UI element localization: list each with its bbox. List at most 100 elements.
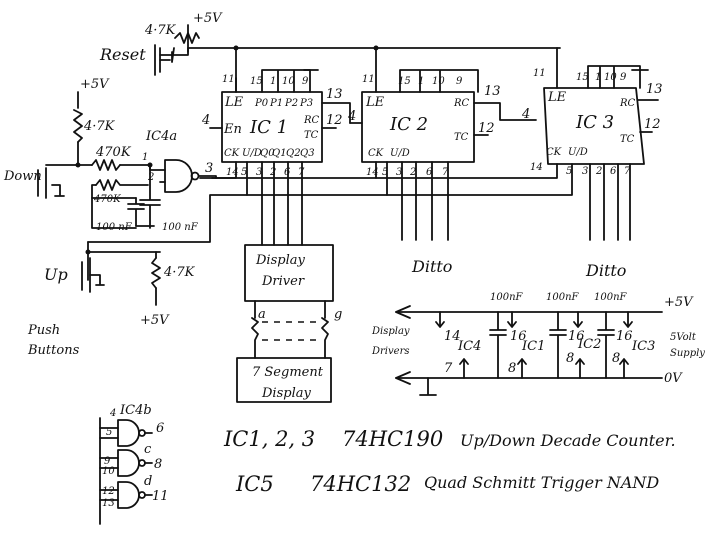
ic3-pin1: 1 bbox=[595, 72, 601, 83]
ic1-p1: P1 bbox=[269, 98, 283, 109]
ic3-pin5: 5 bbox=[566, 166, 572, 177]
ic1-p2: P2 bbox=[284, 98, 298, 109]
power-ic3-vcc-pin: 16 bbox=[616, 329, 633, 344]
down-pullup-label: 4·7K bbox=[83, 119, 116, 134]
ic2-pin13: 13 bbox=[484, 84, 501, 99]
power-ic4-label: IC4 bbox=[457, 339, 481, 354]
ic3-pin9: 9 bbox=[620, 72, 627, 83]
power-ic1-label: IC1 bbox=[521, 339, 545, 354]
power-supply-section bbox=[395, 305, 663, 396]
note-ic123-part: IC1, 2, 3 bbox=[223, 427, 315, 451]
ic1-pin10: 10 bbox=[282, 76, 295, 87]
ic3-pin3: 3 bbox=[582, 166, 588, 177]
reset-circuit bbox=[154, 24, 561, 93]
ic1-pin6: 6 bbox=[284, 167, 291, 178]
ic2-pin2: 2 bbox=[409, 167, 416, 178]
down-feedback-r-label: 470K bbox=[93, 194, 121, 205]
ic3-pin11: 11 bbox=[533, 68, 546, 79]
ic2-ud: U/D bbox=[390, 148, 410, 159]
ic1-pin9: 9 bbox=[302, 76, 309, 87]
note-ic123-number: 74HC190 bbox=[342, 427, 443, 451]
note-ic5-part: IC5 bbox=[235, 472, 274, 496]
power-supply-label-2: Supply bbox=[670, 348, 705, 359]
ic1-pin15: 15 bbox=[250, 76, 263, 87]
ic3-pin7: 7 bbox=[624, 166, 631, 177]
ic3-pin12: 12 bbox=[644, 117, 661, 132]
ic1-pin7: 7 bbox=[298, 167, 305, 178]
ic4b-pin4: 4 bbox=[109, 408, 116, 419]
ic3-tc: TC bbox=[620, 134, 635, 145]
ic3-ditto: Ditto bbox=[585, 261, 626, 280]
ic1-tc: TC bbox=[304, 130, 319, 141]
ic3-body bbox=[375, 65, 659, 241]
display-driver-line1: Display bbox=[255, 253, 305, 268]
power-ic1-vcc-pin: 16 bbox=[510, 329, 527, 344]
power-drivers-label-1: Display bbox=[371, 326, 410, 337]
ic2-rc: RC bbox=[453, 98, 470, 109]
ic1-q0: Q0 bbox=[260, 148, 275, 159]
ic4b-c-label: c bbox=[144, 442, 152, 457]
ic1-pin2: 2 bbox=[269, 167, 276, 178]
ic1-pin12: 12 bbox=[326, 113, 343, 128]
ic2-pin15: 15 bbox=[398, 76, 411, 87]
ic1-pin4: 4 bbox=[201, 113, 210, 128]
up-resistor-label: 4·7K bbox=[163, 265, 196, 280]
ic1-pin3: 3 bbox=[256, 167, 262, 178]
ic4b-pin8: 8 bbox=[154, 457, 162, 472]
down-input-circuit bbox=[37, 91, 166, 306]
ic2-pin10: 10 bbox=[432, 76, 445, 87]
power-supply-label-1: 5Volt bbox=[670, 332, 697, 343]
down-cap1-label: 100 nF bbox=[96, 222, 133, 233]
ic1-pin14: 14 bbox=[226, 167, 239, 178]
ic2-pin12: 12 bbox=[478, 121, 495, 136]
power-zero-label: 0V bbox=[664, 371, 683, 386]
ic1-p0: P0 bbox=[254, 98, 269, 109]
power-ic2-vcc-pin: 16 bbox=[568, 329, 585, 344]
power-cap1-label: 100nF bbox=[490, 292, 524, 303]
ic3-ck: CK bbox=[546, 147, 562, 158]
ic1-pin13: 13 bbox=[326, 87, 343, 102]
ic3-name: IC 3 bbox=[575, 112, 614, 133]
ic1-p3: P3 bbox=[299, 98, 313, 109]
ic4b-pin13: 13 bbox=[102, 498, 115, 509]
ic1-pin11: 11 bbox=[222, 74, 235, 85]
power-ic3-gnd-pin: 8 bbox=[612, 351, 620, 366]
power-cap2-label: 100nF bbox=[546, 292, 580, 303]
ic2-pin9: 9 bbox=[456, 76, 463, 87]
ic2-pin6: 6 bbox=[426, 167, 433, 178]
ic4a-label: IC4a bbox=[145, 129, 177, 144]
display-driver-line2: Driver bbox=[261, 274, 305, 289]
power-drivers-label-2: Drivers bbox=[371, 346, 409, 357]
down-label: Down bbox=[3, 169, 42, 184]
ic3-pin4: 4 bbox=[521, 107, 530, 122]
ic2-pin14: 14 bbox=[366, 167, 379, 178]
reset-resistor-label: 4·7K bbox=[144, 23, 177, 38]
down-supply-label: +5V bbox=[80, 77, 110, 92]
ic2-ditto: Ditto bbox=[411, 257, 452, 276]
power-ic4-vcc-pin: 14 bbox=[444, 329, 461, 344]
power-ic4-gnd-pin: 7 bbox=[444, 361, 453, 376]
ic4b-pin10: 10 bbox=[102, 466, 115, 477]
ic4a-pin2: 2 bbox=[147, 172, 154, 183]
seven-seg-line2: Display bbox=[261, 386, 311, 401]
ic4a-pin1: 1 bbox=[142, 152, 148, 163]
ic2-pin4: 4 bbox=[347, 109, 356, 124]
note-ic123-desc: Up/Down Decade Counter. bbox=[460, 431, 676, 450]
reset-supply-label: +5V bbox=[193, 11, 223, 26]
ic2-pin1: 1 bbox=[418, 76, 424, 87]
ic3-rc: RC bbox=[619, 98, 636, 109]
ic4b-pin5: 5 bbox=[106, 427, 112, 438]
ic1-q2: Q2 bbox=[286, 148, 301, 159]
ic1-en: En bbox=[223, 122, 242, 137]
ic3-ud: U/D bbox=[568, 147, 588, 158]
push-buttons-line2: Buttons bbox=[27, 343, 80, 358]
ic2-pin11: 11 bbox=[362, 74, 375, 85]
down-series-r-label: 470K bbox=[95, 145, 132, 160]
ic1-le: LE bbox=[224, 95, 244, 110]
ic2-pin7: 7 bbox=[442, 167, 449, 178]
ic3-le: LE bbox=[547, 90, 567, 105]
power-ic3-label: IC3 bbox=[631, 339, 655, 354]
ic1-q3: Q3 bbox=[300, 148, 315, 159]
ic1-pin1: 1 bbox=[270, 76, 276, 87]
